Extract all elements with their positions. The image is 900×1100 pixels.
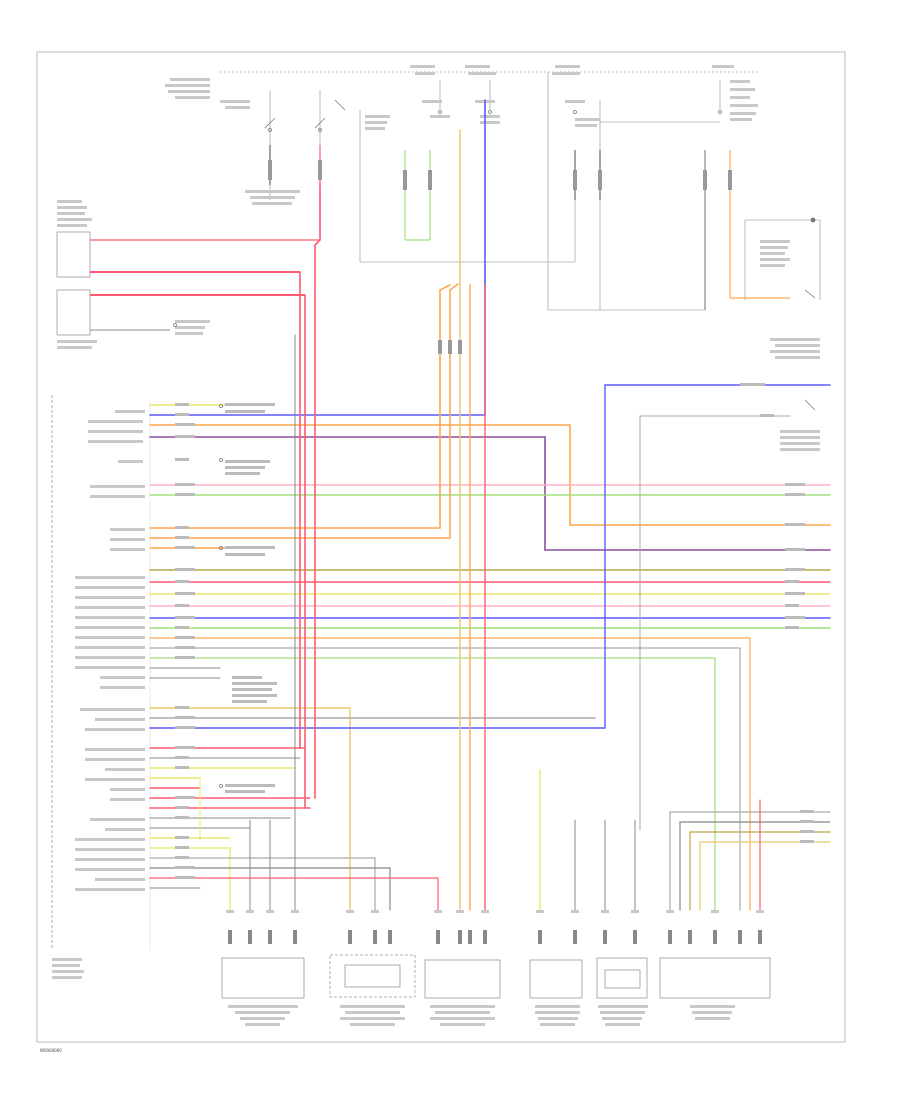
diagram-frame (36, 51, 846, 1043)
upper-left-components (56, 231, 320, 336)
component-box-5 (596, 957, 648, 999)
component-box-1 (221, 957, 305, 999)
bottom-components (221, 954, 771, 999)
hvac-module-pin-labels (52, 410, 145, 979)
component-box-3 (424, 959, 501, 999)
component-box-6 (659, 957, 771, 999)
vertical-wire-tags (268, 160, 732, 354)
component-box-4 (529, 959, 583, 999)
upper-left-labels (57, 200, 210, 349)
bottom-component-labels (228, 1005, 735, 1026)
top-short-wires (269, 145, 790, 310)
left-wire-tags (175, 383, 814, 879)
bottom-connector-pins (228, 930, 762, 944)
bottom-pin-labels (226, 910, 764, 913)
diagram-code: W0000000 (40, 1048, 62, 1053)
harness-wires (149, 99, 831, 911)
connector-symbols (173, 217, 816, 788)
vertical-wires (199, 129, 761, 911)
top-fuse-labels (165, 65, 820, 451)
component-box-2 (329, 954, 416, 998)
top-switches (264, 99, 722, 132)
